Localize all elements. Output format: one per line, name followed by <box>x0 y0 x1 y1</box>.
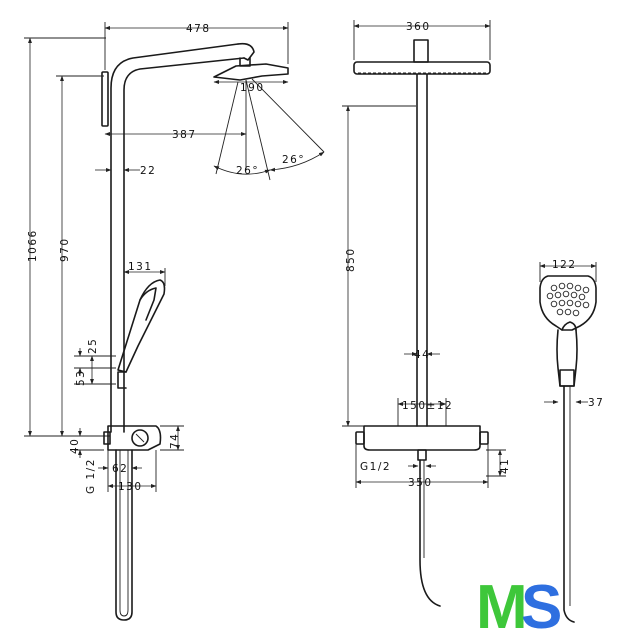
label-front-head-width: 360 <box>406 21 431 33</box>
side-riser-pipe <box>110 43 239 433</box>
side-arm-end <box>237 42 255 61</box>
label-head-diameter: 190 <box>240 82 265 94</box>
label-inlet-thread-side: G 1/2 <box>85 458 97 494</box>
label-thermostat-depth: 130 <box>118 481 143 493</box>
front-overhead-shower <box>353 61 491 75</box>
label-holder-height: 53 <box>75 370 87 386</box>
front-thermostat <box>363 425 481 451</box>
label-side-width: 478 <box>186 23 211 35</box>
label-front-height: 850 <box>345 247 357 272</box>
label-hand-offset: 131 <box>128 261 153 273</box>
side-hand-shower-face <box>139 287 157 321</box>
label-inlet-center-side: 62 <box>112 463 128 475</box>
label-hand-handle-width: 37 <box>588 397 604 409</box>
label-thermostat-height: 74 <box>169 433 181 449</box>
label-angle-left: 26° <box>236 165 259 177</box>
label-holder-gap: 25 <box>87 338 99 354</box>
side-view: 478 190 387 26° 26° 22 1066 970 131 25 5… <box>24 22 325 621</box>
front-view: 360 850 44 150±12 G1/2 350 41 <box>342 20 511 607</box>
logo-letter-m: M <box>476 573 528 640</box>
hand-shower-nozzles <box>546 282 590 317</box>
side-thermostat-knob <box>131 429 149 447</box>
label-front-pipe-width: 44 <box>414 349 430 361</box>
front-hose <box>419 459 441 607</box>
label-pipe-diameter: 22 <box>140 165 156 177</box>
side-hose <box>115 449 133 621</box>
side-hand-shower <box>117 279 166 373</box>
label-front-body-depth: 41 <box>499 458 511 474</box>
hand-shower-head <box>539 275 597 331</box>
side-thermostat <box>107 425 162 451</box>
label-front-inlet-thread: G1/2 <box>360 461 391 473</box>
logo-letter-s: S <box>521 573 562 640</box>
label-inlet-height: 40 <box>69 438 81 454</box>
label-hand-width: 122 <box>552 259 577 271</box>
side-overhead-shower <box>213 63 289 81</box>
hand-shower-view: 122 37 <box>539 259 604 623</box>
label-riser-height: 970 <box>59 237 71 262</box>
label-angle-right: 26° <box>282 154 305 166</box>
label-front-center-distance: 150±12 <box>402 400 453 412</box>
label-total-height: 1066 <box>27 229 39 262</box>
side-riser-pipe-inner <box>123 57 245 433</box>
label-head-offset: 387 <box>172 129 197 141</box>
side-wall-plate <box>101 71 109 127</box>
label-front-body-width: 350 <box>408 477 433 489</box>
brand-logo: M S <box>476 573 562 640</box>
